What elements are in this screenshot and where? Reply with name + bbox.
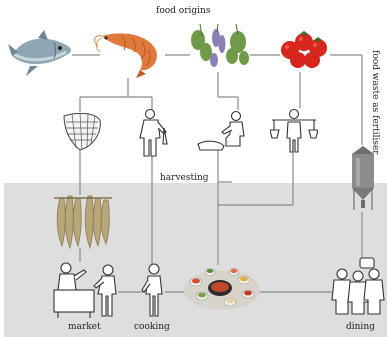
harvesting-label: harvesting bbox=[160, 173, 209, 184]
korean-meal-icon bbox=[182, 262, 262, 312]
shrimp-icon bbox=[92, 28, 162, 80]
farmer-kneeling-icon bbox=[196, 110, 252, 152]
salmon-fish-icon bbox=[8, 26, 74, 78]
diagram-title: food origins bbox=[156, 6, 210, 17]
herbs-bunch-icon bbox=[186, 22, 252, 74]
dried-fish-icon bbox=[52, 192, 114, 250]
cook-figure-icon bbox=[140, 262, 168, 318]
fisherman-icon bbox=[134, 108, 170, 158]
tomatoes-icon bbox=[278, 28, 330, 70]
diners-group-icon bbox=[330, 256, 386, 316]
market-label: market bbox=[68, 322, 101, 333]
market-vendor-icon bbox=[50, 260, 122, 318]
fertiliser-label: food waste as fertiliser bbox=[369, 50, 380, 155]
cooking-label: cooking bbox=[134, 322, 170, 333]
compost-silo-icon bbox=[348, 144, 378, 212]
dining-label: dining bbox=[346, 322, 375, 333]
carrier-with-baskets-icon bbox=[270, 108, 318, 154]
fishing-net-icon bbox=[60, 110, 104, 152]
